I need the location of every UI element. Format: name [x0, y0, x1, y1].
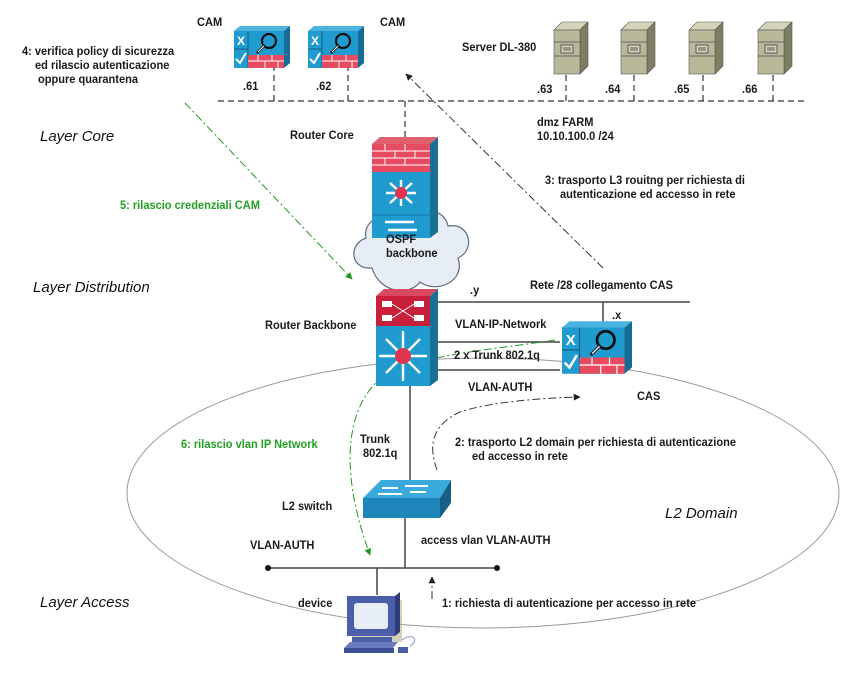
step-6-text: 6: rilascio vlan IP Network [181, 437, 318, 451]
bus-end-right [494, 565, 500, 571]
device-label: device [298, 596, 333, 610]
cam-1-label: CAM [197, 15, 223, 29]
vlan-auth-access-label: VLAN-AUTH [250, 538, 315, 552]
server-ip-63: .63 [537, 82, 553, 96]
step-4-text-1: 4: verifica policy di sicurezza [22, 44, 175, 58]
bus-end-left [265, 565, 271, 571]
server-63-icon [552, 20, 592, 81]
flow-arrows-green [184, 102, 556, 556]
device-pc-icon [344, 592, 415, 653]
server-64-icon [619, 20, 659, 81]
server-66-icon [756, 20, 796, 81]
server-ip-65: .65 [674, 82, 690, 96]
l2-switch-icon [363, 480, 451, 518]
step-1-text: 1: richiesta di autenticazione per acces… [442, 596, 697, 610]
cam-2-ip: .62 [316, 79, 332, 93]
cam-2-label: CAM [380, 15, 406, 29]
step-4-text-2: ed rilascio autenticazione [35, 58, 170, 72]
ospf-label-1: OSPF [386, 232, 417, 246]
layer-core-label: Layer Core [40, 128, 115, 145]
cas-ip: .x [612, 308, 622, 322]
ospf-label-2: backbone [386, 246, 438, 260]
vlan-ip-network-label: VLAN-IP-Network [455, 317, 547, 331]
cam-1-icon: X [232, 25, 292, 74]
svg-text:X: X [311, 34, 319, 48]
cas-icon: X [557, 320, 637, 380]
cam-2-icon: X [306, 25, 366, 74]
server-ip-64: .64 [605, 82, 621, 96]
router-backbone-ip: .y [470, 283, 480, 297]
step-4-text-3: oppure quarantena [38, 72, 138, 86]
cas-appliance-icon: X [562, 321, 632, 374]
l2-switch-label: L2 switch [282, 499, 333, 513]
cas-label: CAS [637, 389, 661, 403]
dmz-subnet-label: 10.10.100.0 /24 [537, 129, 614, 143]
trunk-2x-label: 2 x Trunk 802.1q [454, 348, 540, 362]
rete28-label: Rete /28 collegamento CAS [530, 278, 673, 292]
cam-appliance-icon: X [234, 26, 290, 68]
layer-distribution-label: Layer Distribution [33, 279, 150, 296]
flow-arrows-black [405, 73, 604, 599]
step-2-text-1: 2: trasporto L2 domain per richiesta di … [455, 435, 736, 449]
trunk-label-1: Trunk [360, 432, 391, 446]
l2-domain-label: L2 Domain [665, 505, 738, 522]
step-5-text: 5: rilascio credenziali CAM [120, 198, 260, 212]
server-ip-66: .66 [742, 82, 758, 96]
router-core-icon [372, 137, 438, 238]
step-3-text-2: autenticazione ed accesso in rete [560, 187, 736, 201]
svg-text:X: X [566, 332, 576, 349]
server-65-icon [687, 20, 727, 81]
trunk-label-2: 802.1q [363, 446, 398, 460]
router-backbone-icon [376, 289, 438, 386]
router-backbone-label: Router Backbone [265, 318, 357, 332]
svg-text:X: X [237, 34, 245, 48]
dmz-farm-label: dmz FARM [537, 115, 594, 129]
access-vlan-label: access vlan VLAN-AUTH [421, 533, 551, 547]
vlan-auth-cas-label: VLAN-AUTH [468, 380, 533, 394]
step-2-text-2: ed accesso in rete [472, 449, 568, 463]
layer-access-label: Layer Access [40, 594, 130, 611]
cam-appliance-icon: X [308, 26, 364, 68]
step-3-text-1: 3: trasporto L3 rouitng per richiesta di [545, 173, 745, 187]
servers-label: Server DL-380 [462, 40, 537, 54]
l2-domain-ellipse [126, 357, 840, 629]
dmz-bus [218, 55, 808, 138]
router-core-label: Router Core [290, 128, 354, 142]
cam-1-ip: .61 [243, 79, 259, 93]
